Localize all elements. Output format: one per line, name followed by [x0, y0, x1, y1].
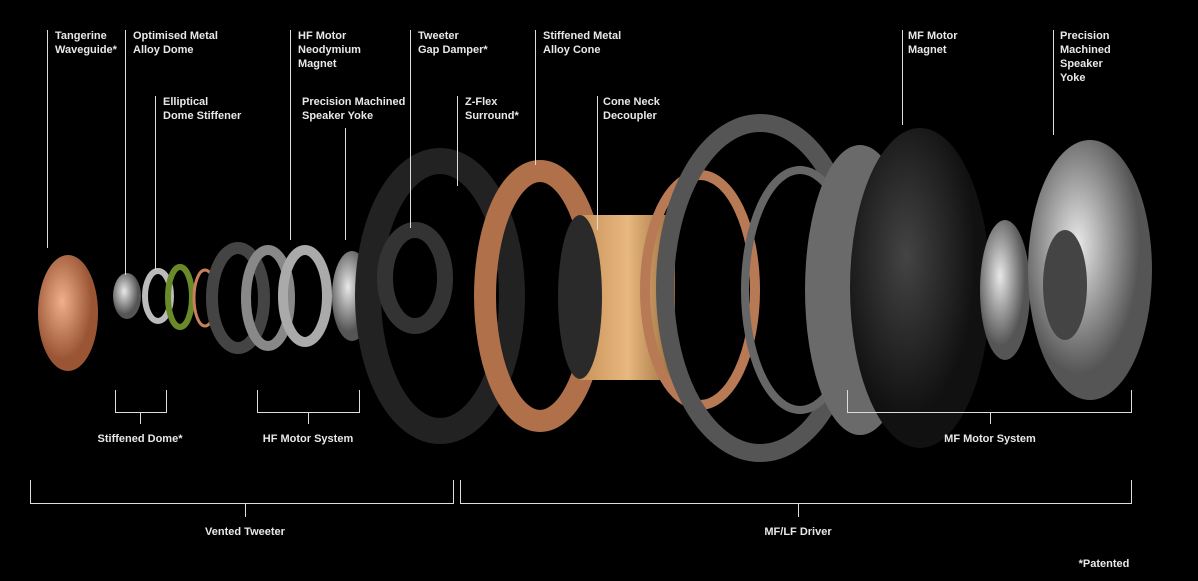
bracket-mf-lf-driver: [460, 480, 1132, 504]
bracket-stem: [308, 412, 309, 424]
gap-damper: [377, 222, 453, 334]
label-mf-magnet: MF Motor Magnet: [908, 30, 958, 56]
label-elliptical-stiffener: Elliptical Dome Stiffener: [163, 96, 242, 122]
hf-magnet: [241, 245, 295, 351]
leader-line: [290, 30, 291, 240]
bracket-stem: [990, 412, 991, 424]
label-hf-yoke: Precision Machined Speaker Yoke: [302, 96, 406, 122]
label-hf-magnet: HF Motor Neodymium Magnet: [298, 30, 361, 70]
leader-line: [535, 30, 536, 165]
bracket-mf-motor: [847, 390, 1132, 413]
label-optimised-dome: Optimised Metal Alloy Dome: [133, 30, 218, 56]
tweeter-housing: [355, 148, 525, 444]
group-stiffened-dome: Stiffened Dome*: [97, 433, 183, 445]
bracket-stem: [245, 503, 246, 517]
hf-ring-silver: [278, 245, 332, 347]
group-mf-lf-driver: MF/LF Driver: [764, 526, 832, 538]
leader-line: [457, 96, 458, 186]
leader-line: [47, 30, 48, 248]
group-mf-motor-system: MF Motor System: [944, 433, 1036, 445]
label-metal-cone: Stiffened Metal Alloy Cone: [543, 30, 622, 56]
footnote-patented: *Patented: [1078, 558, 1130, 570]
leader-line: [410, 30, 411, 228]
leader-line: [125, 30, 126, 275]
label-mf-yoke: Precision Machined Speaker Yoke: [1060, 30, 1111, 84]
group-vented-tweeter: Vented Tweeter: [205, 526, 285, 538]
label-gap-damper: Tweeter Gap Damper*: [418, 30, 488, 56]
leader-line: [345, 128, 346, 240]
label-zflex: Z-Flex Surround*: [465, 96, 519, 122]
leader-line: [155, 96, 156, 270]
bracket-stem: [140, 412, 141, 424]
leader-line: [597, 96, 598, 230]
bracket-vented-tweeter: [30, 480, 454, 504]
leader-line: [902, 30, 903, 125]
metal-dome: [113, 273, 141, 319]
label-tangerine-waveguide: Tangerine Waveguide*: [55, 30, 117, 56]
leader-line: [1053, 30, 1054, 135]
bracket-hf-motor: [257, 390, 360, 413]
mf-magnet: [850, 128, 990, 448]
green-ring: [165, 264, 195, 330]
tangerine-waveguide: [38, 255, 98, 371]
label-cone-neck: Cone Neck Decoupler: [603, 96, 660, 122]
bracket-stem: [798, 503, 799, 517]
hf-ring-dark: [206, 242, 270, 354]
bracket-stiffened-dome: [115, 390, 167, 413]
group-hf-motor-system: HF Motor System: [262, 433, 354, 445]
